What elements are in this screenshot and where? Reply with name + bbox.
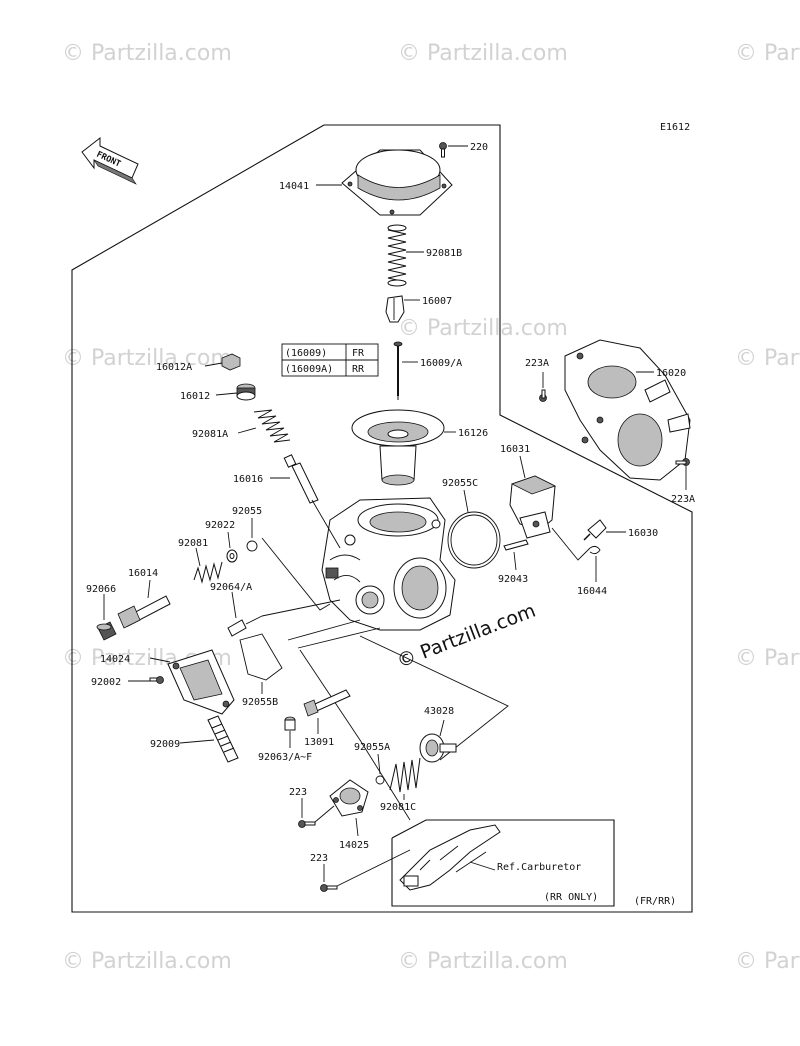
label-16014: 16014 — [128, 568, 158, 579]
float-16031 — [509, 475, 557, 539]
label-16020: 16020 — [656, 368, 686, 379]
variant-row1-code: FR — [352, 348, 365, 359]
pin-92043 — [503, 539, 529, 551]
o-ring-92055 — [246, 540, 258, 552]
label-16031: 16031 — [500, 444, 530, 455]
screw-223A-top — [539, 389, 547, 402]
watermark-layer: © Partzilla.com © Partzilla.com © Partzi… — [62, 41, 800, 974]
label-92064A: 92064/A — [210, 582, 252, 593]
variant-row2-code: RR — [352, 364, 365, 375]
label-16012: 16012 — [180, 391, 210, 402]
label-16126: 16126 — [458, 428, 488, 439]
o-ring-92055C — [447, 511, 501, 569]
label-223A-top: 223A — [525, 358, 549, 369]
screw-92002 — [149, 676, 164, 684]
label-14024: 14024 — [100, 654, 130, 665]
label-13091: 13091 — [304, 737, 334, 748]
label-92002: 92002 — [91, 677, 121, 688]
variant-row1-part: (16009) — [285, 348, 327, 359]
watermark: © Partzilla.com — [62, 949, 232, 974]
nut-16012 — [236, 383, 256, 401]
label-92055B: 92055B — [242, 697, 278, 708]
screw-223-lower — [320, 884, 338, 892]
ref-carburetor-box: Ref.Carburetor (RR ONLY) — [391, 819, 615, 907]
diaphragm-43028 — [419, 733, 457, 763]
watermark: © Partzilla.com — [398, 949, 568, 974]
label-223A-right: 223A — [671, 494, 695, 505]
variant-label: (FR/RR) — [634, 896, 676, 907]
cap-92066 — [96, 621, 117, 641]
carburetor-top-cover — [341, 149, 453, 216]
variant-row2-part: (16009A) — [285, 364, 333, 375]
diaphragm-16126 — [351, 409, 445, 486]
cap-16012A — [221, 353, 241, 371]
label-92009: 92009 — [150, 739, 180, 750]
screw-13091 — [303, 689, 351, 717]
screw-92009 — [207, 715, 239, 763]
jet-92064A — [227, 615, 263, 637]
pilot-screw-16014 — [117, 595, 171, 629]
spring-92081C — [389, 757, 421, 793]
label-43028: 43028 — [424, 706, 454, 717]
screw-220 — [439, 142, 447, 158]
screw-223A-right — [675, 458, 690, 466]
rr-only-label: (RR ONLY) — [544, 892, 598, 903]
diagram-frame — [71, 124, 693, 913]
label-92081A: 92081A — [192, 429, 228, 440]
label-16007: 16007 — [422, 296, 452, 307]
label-16009A: 16009/A — [420, 358, 462, 369]
gasket-92055B — [239, 633, 283, 681]
cover-14025 — [329, 779, 369, 817]
clip-16044 — [589, 545, 601, 555]
label-92055: 92055 — [232, 506, 262, 517]
plunger-16016 — [283, 454, 319, 504]
watermark: © Partzilla.com — [398, 316, 568, 341]
label-92081B: 92081B — [426, 248, 462, 259]
label-92081C: 92081C — [380, 802, 416, 813]
label-92063AF: 92063/A~F — [258, 752, 312, 763]
needle-valve-16030 — [583, 519, 607, 541]
jet-92063 — [284, 716, 296, 731]
washer-92022 — [226, 549, 238, 563]
ref-carburetor-label: Ref.Carburetor — [497, 862, 581, 873]
watermark: © Partzilla.com — [62, 346, 232, 371]
label-16016: 16016 — [233, 474, 263, 485]
front-arrow-icon: FRONT — [81, 136, 139, 185]
label-92043: 92043 — [498, 574, 528, 585]
jet-needle-16009 — [393, 341, 403, 400]
label-14025: 14025 — [339, 840, 369, 851]
label-92066: 92066 — [86, 584, 116, 595]
spring-92081 — [193, 561, 223, 584]
label-14041: 14041 — [279, 181, 309, 192]
label-223-upper: 223 — [289, 787, 307, 798]
needle-holder-16007 — [385, 295, 405, 323]
label-223-lower: 223 — [310, 853, 328, 864]
spring-92081B — [387, 224, 407, 287]
cover-14024 — [167, 649, 235, 715]
carburetor-body — [321, 497, 456, 631]
screw-223-upper — [298, 820, 316, 828]
o-ring-92055A — [375, 775, 385, 785]
label-92022: 92022 — [205, 520, 235, 531]
label-16030: 16030 — [628, 528, 658, 539]
cover-16020 — [564, 339, 691, 481]
diagram-code: E1612 — [660, 122, 690, 133]
variant-table: (16009) FR (16009A) RR — [281, 343, 379, 377]
watermark: © Partzilla.com — [735, 346, 800, 371]
watermark: © Partzilla.com — [398, 41, 568, 66]
watermark: © Partzilla.com — [735, 949, 800, 974]
label-16012A: 16012A — [156, 362, 192, 373]
spring-92081A — [253, 409, 291, 443]
watermark: © Partzilla.com — [735, 41, 800, 66]
label-92081: 92081 — [178, 538, 208, 549]
watermark: © Partzilla.com — [62, 41, 232, 66]
watermark: © Partzilla.com — [735, 646, 800, 671]
label-16044: 16044 — [577, 586, 607, 597]
label-92055C: 92055C — [442, 478, 478, 489]
label-92055A: 92055A — [354, 742, 390, 753]
label-220: 220 — [470, 142, 488, 153]
